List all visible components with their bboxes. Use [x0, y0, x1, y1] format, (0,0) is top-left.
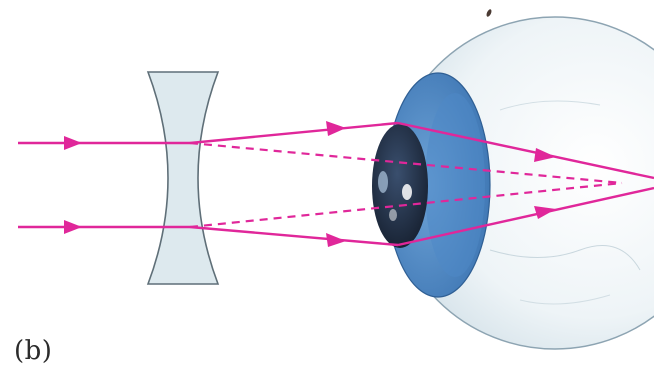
panel-label: (b)	[14, 336, 52, 366]
upper-ray-diverged	[190, 123, 398, 143]
eye-highlight	[389, 209, 397, 221]
concave-lens	[148, 72, 218, 284]
upper-ray-arrow-1	[64, 136, 82, 150]
lower-ray-arrow-1	[64, 220, 82, 234]
lower-ray-arrow-2	[326, 233, 346, 247]
lower-ray-diverged	[190, 227, 398, 245]
eye-highlight	[402, 184, 412, 200]
print-speck	[485, 9, 492, 18]
upper-ray-arrow-2	[326, 121, 346, 136]
eye-iris-inner	[425, 93, 485, 277]
eye-highlight	[378, 171, 388, 193]
